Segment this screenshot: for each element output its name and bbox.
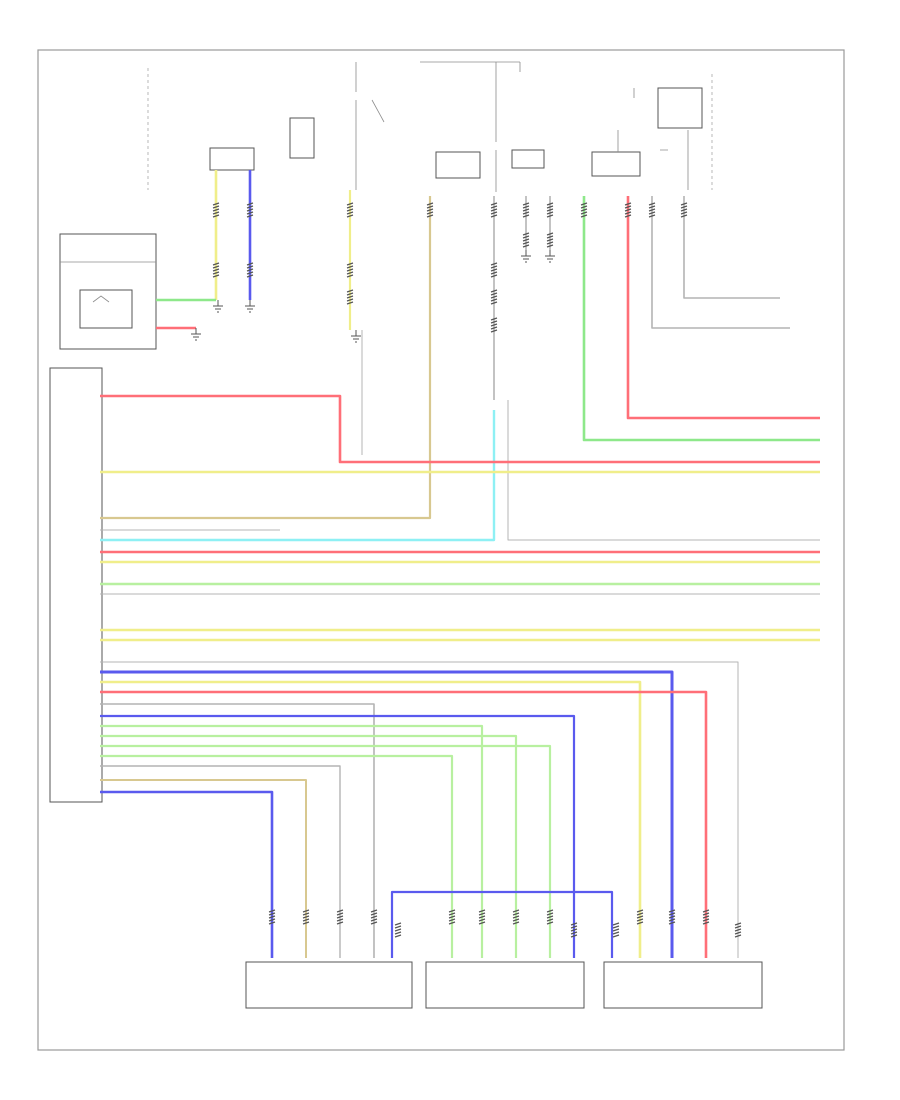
connector-hatch-top <box>522 202 530 218</box>
wire-red-bottom <box>100 690 708 958</box>
ground-symbols <box>191 250 555 343</box>
connector-hatch-top <box>490 289 498 305</box>
wire-blue-2 <box>100 714 576 958</box>
wire-blue-loop <box>390 890 614 958</box>
connector-hatch-bottom <box>512 909 520 925</box>
connector-hatch-bottom <box>668 909 676 925</box>
connector-hatch-bottom <box>336 909 344 925</box>
connector-hatch-top <box>680 202 688 218</box>
connector-hatch-top <box>346 202 354 218</box>
bottom-connectors <box>245 961 763 1009</box>
connector-hatch-bottom <box>734 922 742 938</box>
connector-hatch-bottom <box>448 909 456 925</box>
ground-symbol <box>213 300 223 313</box>
wire-gray-right <box>507 400 820 541</box>
connector-hatch-top <box>546 202 554 218</box>
wire-gray-c <box>651 196 790 329</box>
ground-symbol <box>191 328 201 341</box>
connector-hatch-top <box>546 232 554 248</box>
connector-hatch-bottom <box>546 909 554 925</box>
connector-hatch-top <box>522 232 530 248</box>
connector-hatch-top <box>212 262 220 278</box>
fuse-relay-group <box>209 61 703 192</box>
wire-red-main <box>100 394 820 464</box>
wire-gray-bottom <box>100 661 739 958</box>
main-control-unit <box>49 367 103 803</box>
wire-blue-big <box>100 670 674 958</box>
wire-gray-d <box>683 196 780 299</box>
connector-hatch-top <box>246 202 254 218</box>
connector-hatch-bottom <box>612 922 620 938</box>
connector-hatch-bottom <box>302 909 310 925</box>
diagram-frame <box>37 49 845 1051</box>
connector-hatch-top <box>346 262 354 278</box>
wire-red-right <box>626 196 820 420</box>
wire-green-right <box>582 196 820 442</box>
connector-hatch-top <box>624 202 632 218</box>
connector-hatch-bottom <box>370 909 378 925</box>
ground-symbol <box>545 250 555 263</box>
wire-ltg-c <box>100 744 552 958</box>
wire-ltg-b <box>100 734 518 958</box>
wire-gray-b3 <box>100 765 341 958</box>
connector-hatch-top <box>490 262 498 278</box>
wire-ltg-d <box>100 754 454 958</box>
wire-yellow-bottom <box>100 680 642 958</box>
wire-tan-b <box>100 779 307 958</box>
ground-symbol <box>351 330 361 343</box>
connector-hatch-top <box>580 202 588 218</box>
wire-gray-b2 <box>100 703 375 958</box>
connector-hatch-bottom <box>394 922 402 938</box>
wire-layer <box>100 170 820 958</box>
connector-hatch-top <box>346 289 354 305</box>
wire-tan <box>100 196 432 520</box>
ground-symbol <box>521 250 531 263</box>
connector-hatch-top <box>212 202 220 218</box>
connector-hatch-bottom <box>636 909 644 925</box>
connector-hatch-top <box>490 202 498 218</box>
ground-symbol <box>245 300 255 313</box>
connector-hatch-top <box>490 317 498 333</box>
wire-ltg-a <box>100 724 484 958</box>
wire-blue-b <box>100 790 274 958</box>
connector-hatch-bottom <box>570 922 578 938</box>
connector-hatch-bottom <box>702 909 710 925</box>
connector-hatch-top <box>648 202 656 218</box>
connector-hatch-top <box>246 262 254 278</box>
connector-hatch-layer <box>212 202 742 938</box>
connector-hatch-top <box>426 202 434 218</box>
wire-light-blue <box>100 410 496 542</box>
connector-hatch-bottom <box>268 909 276 925</box>
connector-hatch-bottom <box>478 909 486 925</box>
module-box-left <box>59 233 157 350</box>
